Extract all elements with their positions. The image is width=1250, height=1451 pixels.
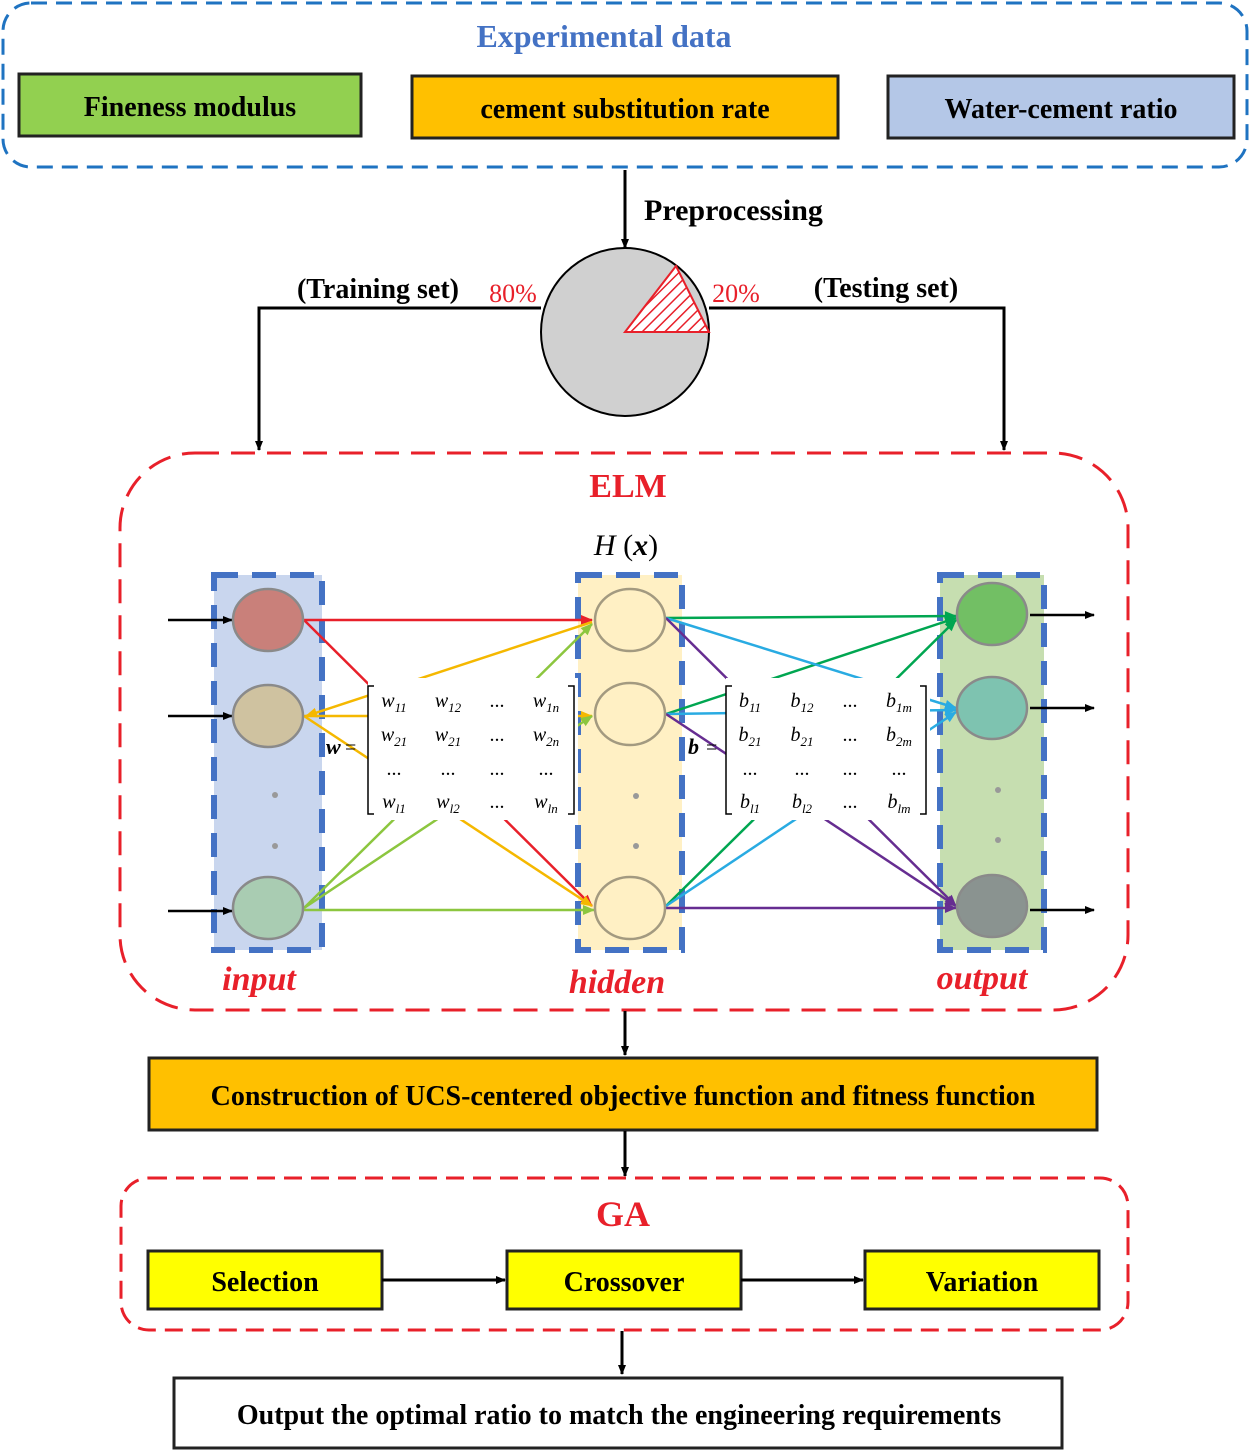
water-cement-ratio-label: Water-cement ratio bbox=[945, 94, 1178, 125]
matrix-cell: ... bbox=[843, 791, 858, 813]
matrix-cell: ... bbox=[490, 791, 505, 813]
matrix-cell: ... bbox=[843, 690, 858, 712]
matrix-cell: ... bbox=[892, 758, 907, 780]
objective-label: Construction of UCS-centered objective f… bbox=[211, 1081, 1036, 1112]
testing-connector bbox=[709, 306, 1008, 451]
training-set-label: (Training set) bbox=[297, 274, 459, 305]
input-nodes bbox=[231, 587, 305, 941]
matrix-cell: b11 bbox=[739, 690, 761, 715]
ga-frame bbox=[119, 1176, 1130, 1332]
preprocessing-label: Preprocessing bbox=[644, 194, 823, 227]
matrix-cell: blm bbox=[888, 791, 911, 816]
hidden-function-label: H (x) bbox=[593, 529, 658, 562]
matrix-cell: ... bbox=[795, 758, 810, 780]
training-percent: 80% bbox=[489, 279, 537, 308]
input-node-1 bbox=[231, 587, 305, 653]
matrix-cell: b2m bbox=[886, 724, 912, 749]
matrix-cell: ... bbox=[387, 758, 402, 780]
matrix-cell: b1m bbox=[886, 690, 912, 715]
crossover-label: Crossover bbox=[564, 1267, 685, 1298]
input-node-2 bbox=[231, 683, 305, 749]
objective-box bbox=[147, 1056, 1099, 1132]
matrix-cell: ... bbox=[843, 724, 858, 746]
matrix-cell: ... bbox=[490, 724, 505, 746]
output-node-1 bbox=[955, 581, 1029, 647]
hidden-node-2 bbox=[593, 681, 667, 747]
matrix-cell: b21 bbox=[739, 724, 762, 749]
ellipsis-dots bbox=[272, 787, 1001, 849]
hidden-node-3 bbox=[593, 875, 667, 941]
matrix-cell: ... bbox=[539, 758, 554, 780]
experimental-data-frame bbox=[1, 1, 1249, 169]
matrix-cell: wln bbox=[534, 791, 557, 816]
svg-text:=: = bbox=[706, 737, 717, 759]
elm-frame bbox=[118, 451, 1130, 1012]
hidden-node-1 bbox=[593, 587, 667, 653]
b-matrix-symbol: b bbox=[688, 734, 699, 759]
output-node-3 bbox=[955, 873, 1029, 939]
matrix-cell: w11 bbox=[381, 690, 406, 715]
edge-h1-o1 bbox=[665, 611, 957, 622]
b-matrix: b = b11 b12... b1m b21 b21... b2m............… bbox=[688, 678, 930, 820]
matrix-cell: b21 bbox=[791, 724, 814, 749]
final-output-label: Output the optimal ratio to match the en… bbox=[237, 1400, 1001, 1431]
output-node-2 bbox=[955, 675, 1029, 741]
variation-box bbox=[863, 1249, 1101, 1311]
selection-label: Selection bbox=[211, 1267, 319, 1298]
cement-substitution-box bbox=[410, 74, 840, 140]
matrix-cell: w1n bbox=[533, 690, 559, 715]
matrix-cell: wl1 bbox=[382, 791, 405, 816]
output-layer-label: output bbox=[937, 960, 1029, 997]
selection-box bbox=[146, 1249, 384, 1311]
hidden-nodes bbox=[593, 587, 667, 941]
matrix-cell: wl2 bbox=[436, 791, 460, 816]
matrix-cell: bl2 bbox=[792, 791, 813, 816]
matrix-cell: w21 bbox=[381, 724, 407, 749]
input-node-3 bbox=[231, 875, 305, 941]
final-output-box bbox=[172, 1376, 1064, 1450]
edge-h1-i2 bbox=[305, 620, 593, 718]
testing-set-label: (Testing set) bbox=[814, 273, 958, 304]
matrix-cell: ... bbox=[743, 758, 758, 780]
matrix-cell: ... bbox=[441, 758, 456, 780]
fineness-modulus-box bbox=[17, 72, 363, 138]
matrix-cell: ... bbox=[490, 690, 505, 712]
w-matrix: w = w11 w12... w1n w21 w21... w2n............… bbox=[326, 678, 578, 820]
cement-substitution-label: cement substitution rate bbox=[480, 94, 769, 125]
matrix-cell: b12 bbox=[791, 690, 815, 715]
testing-slice bbox=[622, 264, 711, 333]
experimental-data-title: Experimental data bbox=[476, 18, 731, 54]
training-connector bbox=[255, 306, 541, 451]
matrix-cell: w21 bbox=[435, 724, 461, 749]
output-nodes bbox=[955, 581, 1029, 939]
testing-percent: 20% bbox=[712, 279, 760, 308]
svg-text:=: = bbox=[345, 737, 356, 759]
matrix-cell: ... bbox=[490, 758, 505, 780]
input-layer-label: input bbox=[222, 961, 297, 998]
matrix-cell: ... bbox=[843, 758, 858, 780]
edge-h2-o1 bbox=[665, 616, 957, 716]
ga-title: GA bbox=[596, 1194, 650, 1234]
matrix-cell: w2n bbox=[533, 724, 559, 749]
matrix-cell: w12 bbox=[435, 690, 462, 715]
elm-title: ELM bbox=[589, 468, 666, 505]
hidden-layer-label: hidden bbox=[569, 964, 665, 1001]
variation-label: Variation bbox=[926, 1267, 1039, 1298]
matrix-cell: bl1 bbox=[740, 791, 760, 816]
w-matrix-symbol: w bbox=[326, 734, 341, 759]
fineness-modulus-label: Fineness modulus bbox=[84, 92, 296, 123]
water-cement-ratio-box bbox=[886, 74, 1236, 140]
